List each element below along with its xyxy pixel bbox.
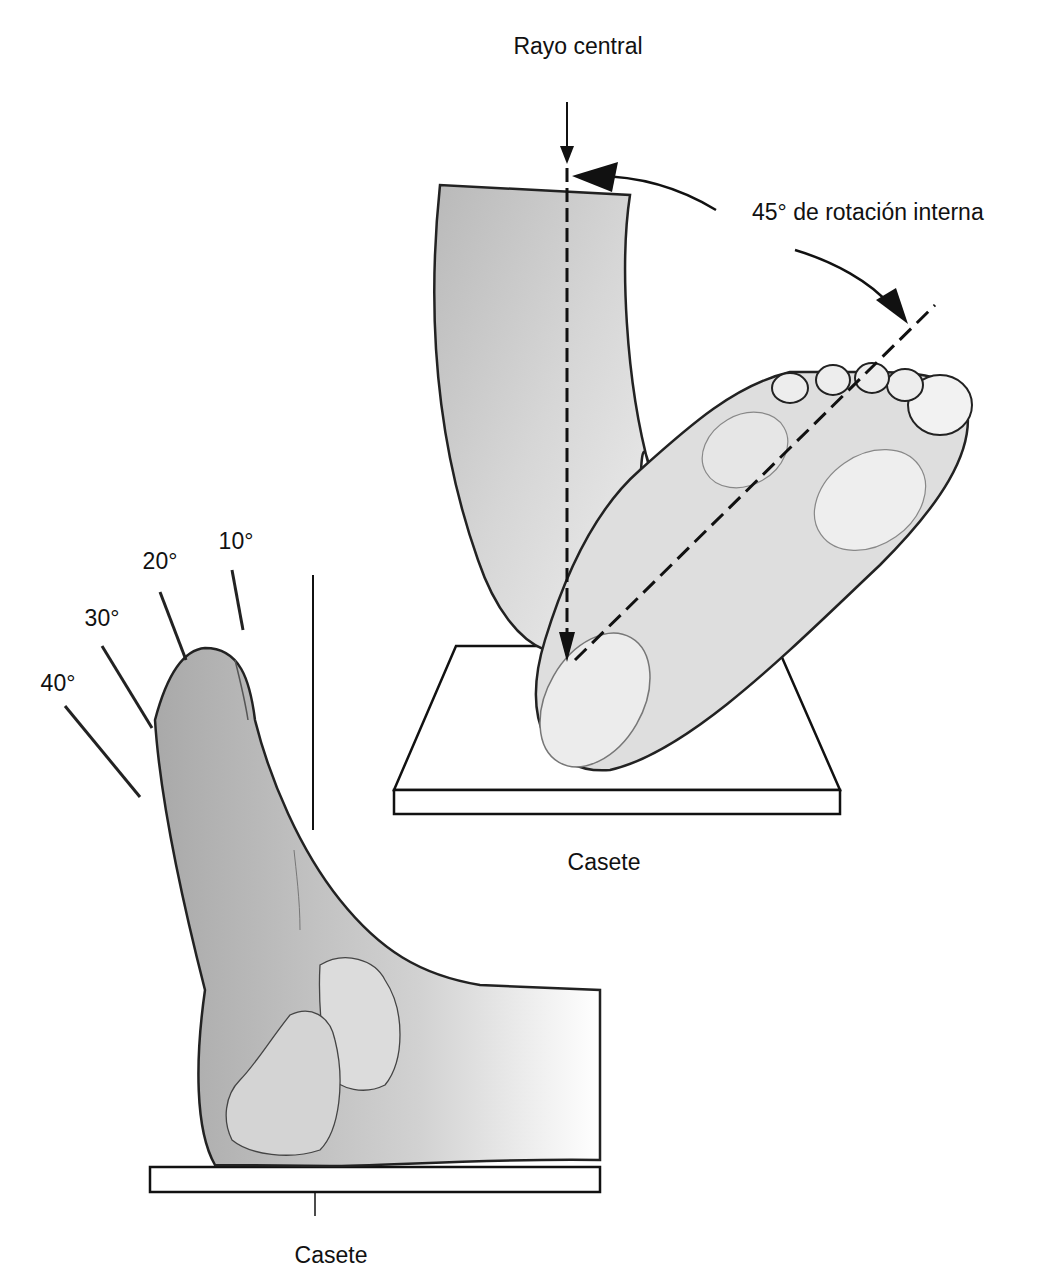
central-ray xyxy=(559,102,935,662)
cassette-label: Casete xyxy=(568,849,641,877)
foot-plantar-view xyxy=(434,185,972,786)
ray-label: Rayo central xyxy=(513,33,642,61)
angle-label: 10° xyxy=(219,528,254,556)
angle-label: 20° xyxy=(143,548,178,576)
rotation-arrow xyxy=(572,162,908,324)
angle-lines xyxy=(65,570,243,797)
angle-label: 40° xyxy=(41,670,76,698)
cassette xyxy=(150,1167,600,1216)
foot-lateral-view xyxy=(155,575,600,1166)
rotation-label: 45° de rotación interna xyxy=(752,199,984,227)
angle-label: 30° xyxy=(85,605,120,633)
cassette-label: Casete xyxy=(295,1242,368,1270)
